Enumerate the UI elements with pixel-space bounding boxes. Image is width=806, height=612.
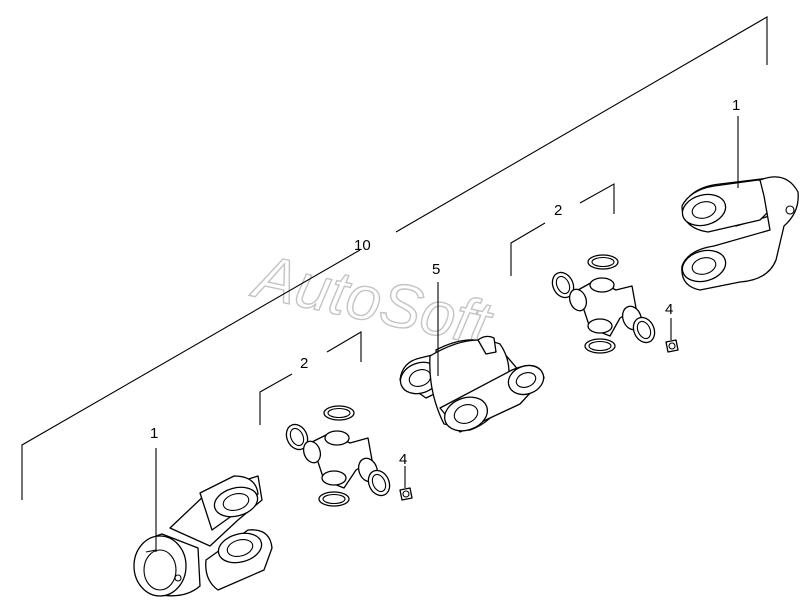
- center-double-yoke: [399, 335, 545, 433]
- kit-bracket-left-end: [326, 331, 362, 362]
- callout-2-left: 2: [300, 355, 308, 372]
- kit-bracket-left: [259, 373, 293, 425]
- kit-bracket-right: [510, 222, 546, 276]
- callout-10: 10: [354, 237, 371, 254]
- callout-4-left: 4: [399, 451, 407, 468]
- callout-1-right: 1: [732, 97, 740, 114]
- end-yoke-left: [133, 475, 273, 597]
- callout-5: 5: [432, 261, 440, 278]
- grease-fitting-left: [399, 487, 413, 501]
- grease-fitting-right: [665, 339, 679, 353]
- end-yoke-right: [681, 176, 799, 291]
- assembly-bracket: [21, 16, 768, 500]
- kit-bracket-right-end: [579, 183, 615, 214]
- callout-1-left: 1: [150, 425, 158, 442]
- callout-2-right: 2: [554, 202, 562, 219]
- callout-4-right: 4: [665, 301, 673, 318]
- cross-kit-right: [551, 254, 656, 354]
- cross-kit-left: [285, 405, 391, 507]
